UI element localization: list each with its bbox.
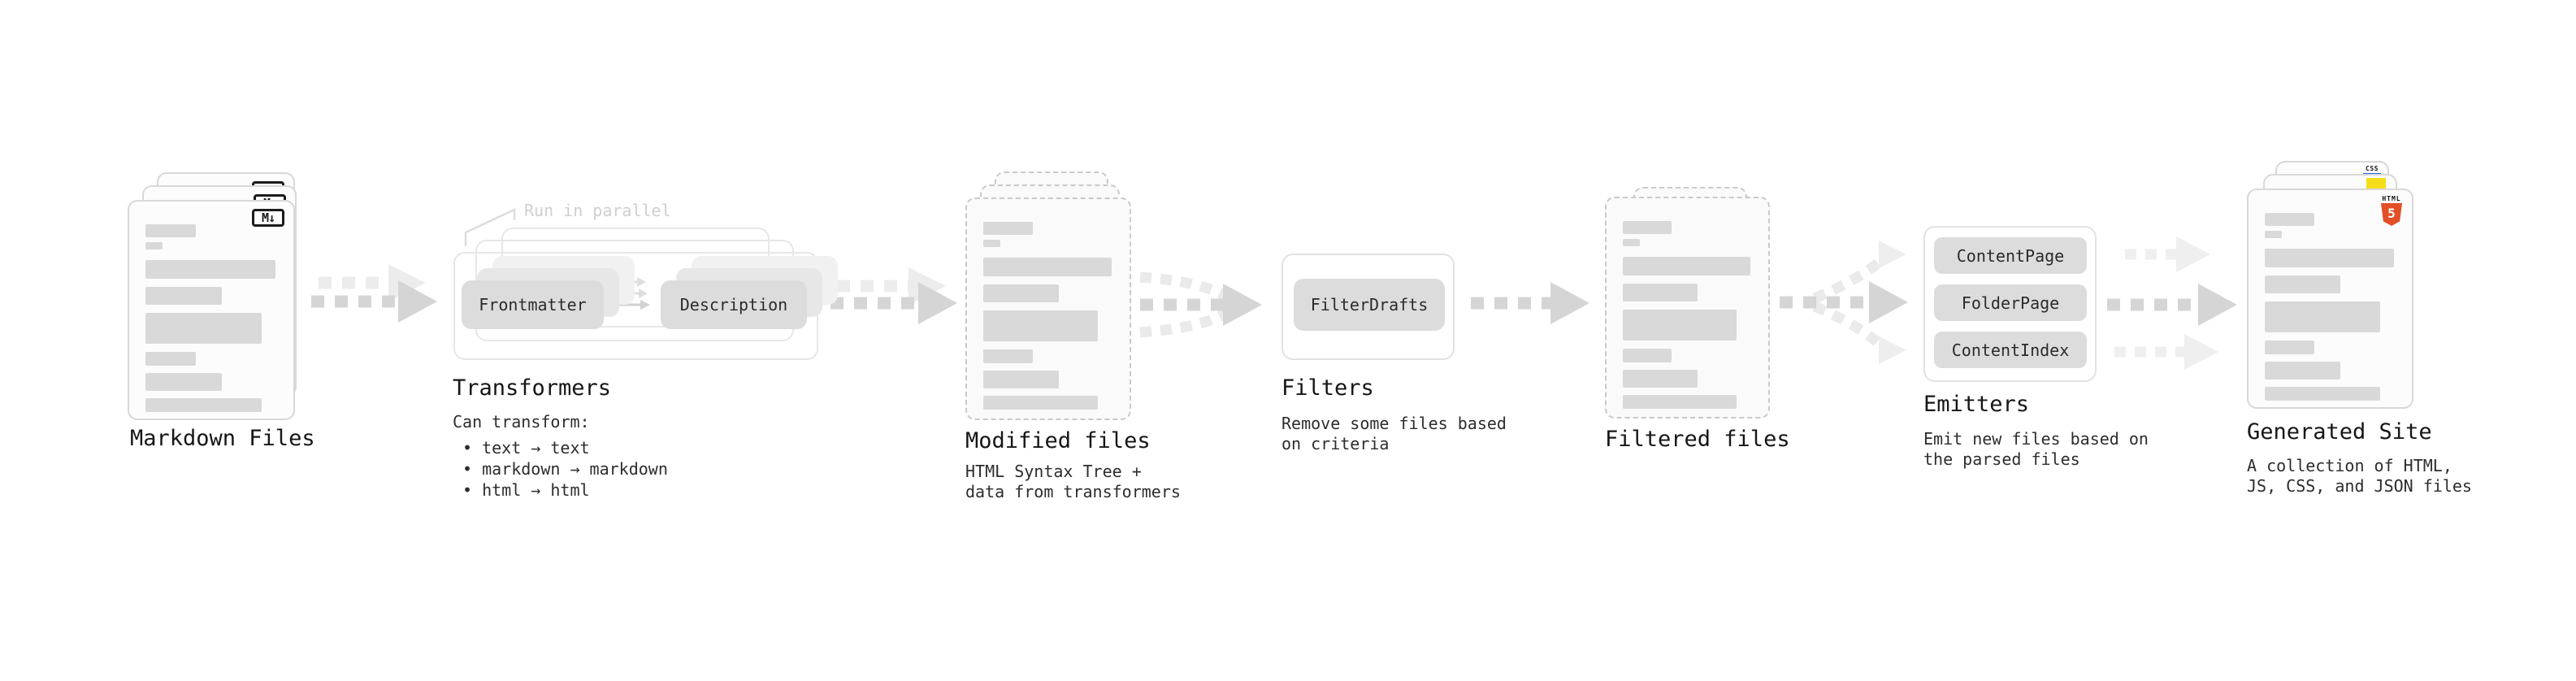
placeholder-bar (1623, 239, 1640, 246)
placeholder-bar (2265, 213, 2315, 226)
filters-description: Remove some files based on criteria (1281, 414, 1507, 454)
placeholder-bar (2265, 362, 2341, 380)
placeholder-bar (1623, 221, 1672, 234)
placeholder-bar (2265, 231, 2282, 238)
arrow-emitters-to-generated (2107, 236, 2237, 370)
placeholder-bar (145, 224, 196, 237)
modified-files-desc-line: data from transformers (965, 482, 1181, 501)
doc-content-placeholder (2265, 213, 2396, 401)
arrow-filtered-to-emitters (1780, 241, 1908, 364)
placeholder-bar (2265, 387, 2380, 401)
filtered-files-label: Filtered files (1605, 427, 1790, 452)
markdown-files-label: Markdown Files (130, 426, 315, 451)
doc-content-placeholder (145, 224, 277, 412)
js-icon (2366, 178, 2386, 189)
placeholder-bar (983, 349, 1033, 363)
modified-files-description: HTML Syntax Tree + data from transformer… (965, 462, 1181, 502)
css-icon-text: CSS (2366, 165, 2379, 172)
placeholder-bar (145, 398, 262, 412)
placeholder-bar (1623, 310, 1737, 340)
placeholder-bar (1623, 349, 1672, 362)
html5-icon-number: 5 (2387, 206, 2396, 221)
modified-files-desc-line: HTML Syntax Tree + (965, 462, 1142, 481)
doc-content-placeholder (1623, 221, 1752, 409)
placeholder-bar (145, 373, 222, 391)
placeholder-bar (145, 260, 276, 279)
placeholder-bar (1623, 284, 1698, 301)
generated-site-desc-line: JS, CSS, and JSON files (2247, 476, 2472, 496)
filters-label: Filters (1281, 375, 1374, 401)
placeholder-bar (145, 313, 262, 344)
filterdrafts-pill: FilterDrafts (1294, 279, 1445, 331)
placeholder-bar (983, 284, 1059, 302)
placeholder-bar (983, 310, 1098, 341)
run-in-parallel-annotation: Run in parallel (524, 201, 671, 220)
placeholder-bar (1623, 257, 1751, 275)
contentpage-pill: ContentPage (1934, 237, 2087, 274)
markdown-doc-front: M↓ (128, 200, 295, 420)
frontmatter-pill: Frontmatter (462, 280, 604, 329)
arrow-markdown-to-transformers (311, 264, 437, 323)
generated-site-desc-line: A collection of HTML, (2247, 456, 2452, 475)
transformers-label: Transformers (453, 375, 612, 401)
transformers-bullet: • html → html (462, 480, 590, 500)
generated-doc-html: HTML 5 (2247, 189, 2413, 409)
description-pill: Description (661, 280, 807, 329)
emitters-desc-line: the parsed files (1923, 449, 2080, 469)
placeholder-bar (983, 371, 1059, 388)
filters-desc-line: Remove some files based (1281, 414, 1507, 433)
arrow-transformers-to-modified (830, 267, 957, 324)
filters-desc-line: on criteria (1281, 434, 1390, 453)
placeholder-bar (145, 352, 196, 366)
placeholder-bar (1623, 395, 1737, 409)
emitters-label: Emitters (1923, 392, 2030, 417)
placeholder-bar (983, 258, 1112, 276)
placeholder-bar (145, 287, 222, 305)
placeholder-bar (2265, 301, 2380, 332)
modified-doc-front (965, 197, 1131, 420)
html5-icon: HTML 5 (2381, 195, 2402, 226)
emitters-desc-line: Emit new files based on (1923, 429, 2149, 449)
generated-site-label: Generated Site (2247, 419, 2432, 445)
contentindex-pill: ContentIndex (1934, 332, 2087, 368)
arrow-modified-to-filters (1139, 271, 1262, 338)
doc-content-placeholder (983, 222, 1113, 410)
html5-icon-text: HTML (2382, 195, 2401, 202)
placeholder-bar (983, 240, 1000, 247)
placeholder-bar (2265, 340, 2315, 354)
transformers-bullet: • markdown → markdown (462, 459, 668, 479)
markdown-icon: M↓ (252, 209, 284, 227)
placeholder-bar (2265, 275, 2341, 293)
placeholder-bar (2265, 249, 2395, 267)
placeholder-bar (983, 222, 1033, 235)
arrow-filters-to-filtered (1471, 282, 1589, 324)
emitters-description: Emit new files based on the parsed files (1923, 429, 2149, 470)
placeholder-bar (145, 242, 163, 249)
transformers-desc-title: Can transform: (453, 412, 590, 432)
placeholder-bar (983, 396, 1098, 410)
generated-site-description: A collection of HTML, JS, CSS, and JSON … (2247, 456, 2472, 497)
placeholder-bar (1623, 370, 1698, 388)
transformers-description: Can transform: • text → text • markdown … (453, 412, 668, 501)
folderpage-pill: FolderPage (1934, 284, 2087, 321)
transformers-bullet: • text → text (462, 438, 590, 458)
filtered-doc-front (1605, 197, 1770, 419)
modified-files-label: Modified files (965, 428, 1151, 453)
